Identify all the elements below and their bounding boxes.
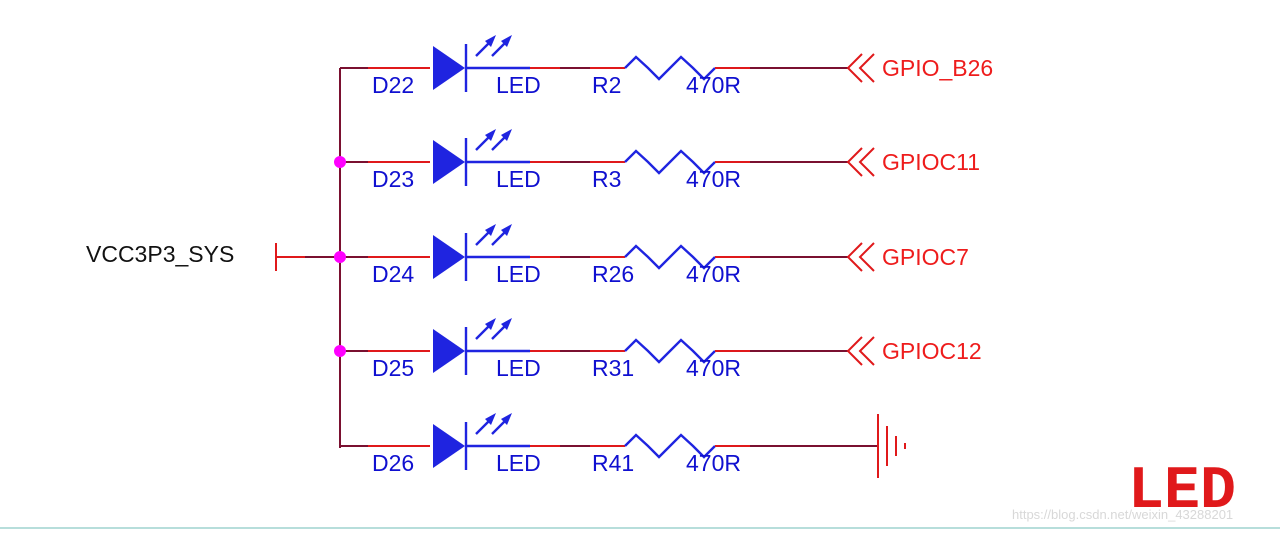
diode-ref-label: D23	[372, 166, 414, 192]
led-diode-symbol	[433, 235, 465, 279]
junction-dot	[334, 251, 346, 263]
led-channel-1: D22 LED R2 470R GPIO_B26	[340, 35, 993, 98]
resistor-value-label: 470R	[686, 72, 741, 98]
net-port-label: GPIOC7	[882, 244, 969, 270]
resistor-ref-label: R41	[592, 450, 634, 476]
resistor-ref-label: R3	[592, 166, 621, 192]
diode-ref-label: D22	[372, 72, 414, 98]
resistor-value-label: 470R	[686, 450, 741, 476]
schematic-title: LED	[1128, 458, 1236, 526]
resistor-value-label: 470R	[686, 166, 741, 192]
net-port-icon	[846, 53, 875, 83]
led-channel-3: D24 LED R26 470R GPIOC7	[334, 224, 969, 287]
power-net-label: VCC3P3_SYS	[86, 241, 234, 267]
power-port-symbol	[275, 243, 340, 271]
light-emission-arrows-icon	[475, 224, 512, 246]
diode-ref-label: D24	[372, 261, 414, 287]
resistor-symbol	[624, 338, 716, 364]
light-emission-arrows-icon	[475, 35, 512, 57]
led-diode-symbol	[433, 140, 465, 184]
resistor-value-label: 470R	[686, 261, 741, 287]
diode-ref-label: D26	[372, 450, 414, 476]
resistor-ref-label: R2	[592, 72, 621, 98]
led-channel-5: D26 LED R41 470R	[340, 413, 906, 478]
resistor-symbol	[624, 244, 716, 270]
resistor-value-label: 470R	[686, 355, 741, 381]
net-port-icon	[846, 242, 875, 272]
light-emission-arrows-icon	[475, 129, 512, 151]
led-diode-symbol	[433, 424, 465, 468]
junction-dot	[334, 345, 346, 357]
led-channel-2: D23 LED R3 470R GPIOC11	[334, 129, 980, 192]
resistor-symbol	[624, 55, 716, 81]
net-port-label: GPIO_B26	[882, 55, 993, 81]
resistor-ref-label: R26	[592, 261, 634, 287]
junction-dot	[334, 156, 346, 168]
net-port-icon	[846, 147, 875, 177]
net-port-icon	[846, 336, 875, 366]
resistor-symbol	[624, 433, 716, 459]
light-emission-arrows-icon	[475, 413, 512, 435]
ground-icon	[877, 414, 906, 478]
resistor-ref-label: R31	[592, 355, 634, 381]
led-diode-symbol	[433, 46, 465, 90]
light-emission-arrows-icon	[475, 318, 512, 340]
diode-value-label: LED	[496, 355, 541, 381]
resistor-symbol	[624, 149, 716, 175]
watermark: https://blog.csdn.net/weixin_43288201	[1012, 507, 1233, 522]
led-diode-symbol	[433, 329, 465, 373]
diode-value-label: LED	[496, 261, 541, 287]
diode-value-label: LED	[496, 450, 541, 476]
led-channel-4: D25 LED R31 470R GPIOC12	[334, 318, 982, 381]
diode-value-label: LED	[496, 72, 541, 98]
net-port-label: GPIOC11	[882, 149, 980, 175]
diode-ref-label: D25	[372, 355, 414, 381]
net-port-label: GPIOC12	[882, 338, 982, 364]
diode-value-label: LED	[496, 166, 541, 192]
